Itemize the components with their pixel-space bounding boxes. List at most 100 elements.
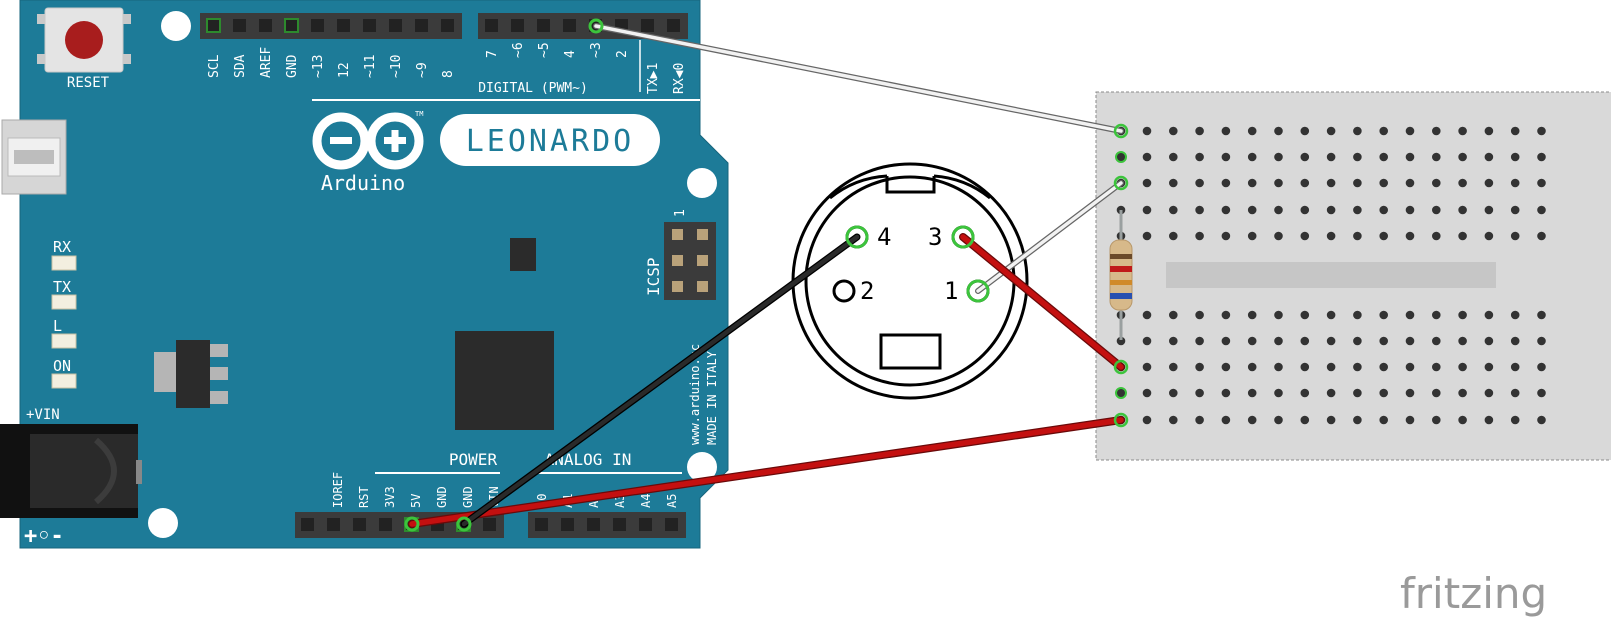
breadboard-hole[interactable] [1116, 336, 1126, 346]
breadboard-hole[interactable] [1537, 231, 1546, 241]
breadboard-hole[interactable] [1116, 388, 1126, 398]
breadboard-hole[interactable] [1353, 126, 1362, 136]
breadboard-hole[interactable] [1353, 310, 1362, 320]
breadboard-hole[interactable] [1405, 178, 1415, 188]
breadboard-hole[interactable] [1484, 205, 1494, 215]
breadboard-hole[interactable] [1221, 362, 1231, 372]
breadboard-hole[interactable] [1142, 152, 1152, 162]
breadboard-hole[interactable] [1221, 336, 1231, 346]
breadboard-hole[interactable] [1116, 152, 1126, 162]
breadboard-hole[interactable] [1247, 126, 1257, 136]
breadboard-hole[interactable] [1142, 336, 1152, 346]
breadboard-hole[interactable] [1326, 310, 1336, 320]
breadboard-hole[interactable] [1247, 152, 1257, 162]
breadboard-hole[interactable] [1195, 231, 1204, 241]
breadboard-hole[interactable] [1326, 388, 1336, 398]
breadboard-hole[interactable] [1221, 126, 1231, 136]
breadboard-hole[interactable] [1458, 415, 1467, 425]
breadboard-hole[interactable] [1458, 205, 1467, 215]
breadboard-hole[interactable] [1484, 415, 1494, 425]
breadboard-hole[interactable] [1458, 310, 1467, 320]
breadboard-hole[interactable] [1537, 205, 1546, 215]
breadboard-hole[interactable] [1405, 126, 1415, 136]
breadboard-hole[interactable] [1379, 231, 1388, 241]
breadboard-hole[interactable] [1353, 388, 1362, 398]
breadboard-hole[interactable] [1300, 415, 1310, 425]
breadboard-hole[interactable] [1458, 362, 1467, 372]
breadboard-hole[interactable] [1247, 310, 1257, 320]
breadboard-hole[interactable] [1379, 415, 1388, 425]
breadboard-hole[interactable] [1537, 126, 1546, 136]
breadboard-hole[interactable] [1221, 205, 1231, 215]
breadboard-hole[interactable] [1379, 362, 1388, 372]
breadboard-hole[interactable] [1484, 152, 1494, 162]
breadboard-hole[interactable] [1300, 388, 1310, 398]
breadboard-hole[interactable] [1274, 336, 1283, 346]
breadboard-hole[interactable] [1169, 126, 1178, 136]
breadboard-hole[interactable] [1247, 205, 1257, 215]
breadboard-hole[interactable] [1432, 205, 1441, 215]
breadboard-hole[interactable] [1247, 231, 1257, 241]
wire-black-gnd[interactable] [460, 233, 861, 528]
breadboard-hole[interactable] [1379, 310, 1388, 320]
breadboard-hole[interactable] [1537, 336, 1546, 346]
breadboard-hole[interactable] [1326, 415, 1336, 425]
breadboard-hole[interactable] [1326, 205, 1336, 215]
breadboard-hole[interactable] [1484, 336, 1494, 346]
connector-pin-2[interactable] [832, 279, 856, 303]
breadboard-hole[interactable] [1195, 310, 1204, 320]
breadboard-hole[interactable] [1432, 388, 1441, 398]
breadboard-hole[interactable] [1353, 178, 1362, 188]
breadboard-hole[interactable] [1458, 178, 1467, 188]
wire-white-data[interactable] [593, 23, 1124, 134]
wire-red-pin3[interactable] [959, 233, 1125, 371]
breadboard-hole[interactable] [1379, 388, 1388, 398]
breadboard-hole[interactable] [1169, 205, 1178, 215]
breadboard-hole[interactable] [1432, 415, 1441, 425]
breadboard-hole[interactable] [1142, 205, 1152, 215]
breadboard-hole[interactable] [1169, 310, 1178, 320]
breadboard-hole[interactable] [1405, 388, 1415, 398]
breadboard-hole[interactable] [1353, 362, 1362, 372]
breadboard-hole[interactable] [1195, 205, 1204, 215]
breadboard-hole[interactable] [1169, 231, 1178, 241]
breadboard-hole[interactable] [1405, 231, 1415, 241]
breadboard-hole[interactable] [1458, 388, 1467, 398]
breadboard-hole[interactable] [1274, 152, 1283, 162]
breadboard-hole[interactable] [1379, 336, 1388, 346]
breadboard-hole[interactable] [1537, 178, 1546, 188]
breadboard-hole[interactable] [1432, 310, 1441, 320]
breadboard-hole[interactable] [1300, 178, 1310, 188]
breadboard-hole[interactable] [1537, 362, 1546, 372]
breadboard-hole[interactable] [1195, 178, 1204, 188]
breadboard-hole[interactable] [1142, 388, 1152, 398]
breadboard-hole[interactable] [1537, 388, 1546, 398]
breadboard-hole[interactable] [1221, 310, 1231, 320]
breadboard-hole[interactable] [1510, 388, 1520, 398]
breadboard-hole[interactable] [1458, 152, 1467, 162]
breadboard-hole[interactable] [1221, 388, 1231, 398]
breadboard-hole[interactable] [1510, 362, 1520, 372]
breadboard-hole[interactable] [1405, 152, 1415, 162]
breadboard-hole[interactable] [1353, 336, 1362, 346]
breadboard-hole[interactable] [1195, 336, 1204, 346]
breadboard-hole[interactable] [1300, 310, 1310, 320]
breadboard-hole[interactable] [1379, 152, 1388, 162]
breadboard-hole[interactable] [1405, 362, 1415, 372]
breadboard-hole[interactable] [1326, 126, 1336, 136]
breadboard-hole[interactable] [1169, 362, 1178, 372]
breadboard-hole[interactable] [1510, 231, 1520, 241]
breadboard-hole[interactable] [1300, 231, 1310, 241]
breadboard-hole[interactable] [1274, 310, 1283, 320]
breadboard-hole[interactable] [1510, 152, 1520, 162]
breadboard-hole[interactable] [1353, 231, 1362, 241]
breadboard-hole[interactable] [1405, 415, 1415, 425]
breadboard-hole[interactable] [1169, 388, 1178, 398]
breadboard-hole[interactable] [1221, 231, 1231, 241]
breadboard-hole[interactable] [1537, 415, 1546, 425]
breadboard-hole[interactable] [1537, 152, 1546, 162]
breadboard-hole[interactable] [1169, 178, 1178, 188]
breadboard-hole[interactable] [1221, 415, 1231, 425]
breadboard-hole[interactable] [1142, 178, 1152, 188]
breadboard-hole[interactable] [1195, 388, 1204, 398]
